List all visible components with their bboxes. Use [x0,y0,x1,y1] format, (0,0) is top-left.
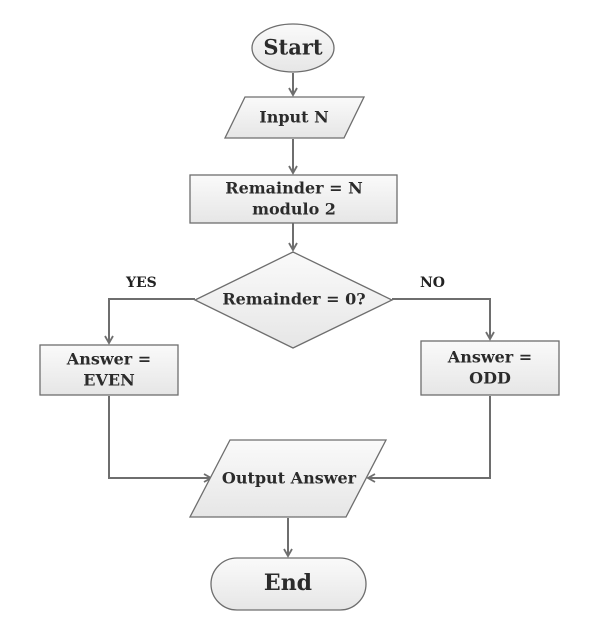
even-box: Answer = EVEN [39,344,179,396]
connector-yes-branch [104,298,195,345]
connector-no-branch [392,298,495,341]
decision-diamond: Remainder = 0? [193,251,394,349]
even-label-line2: EVEN [83,371,134,390]
odd-label-line2: ODD [469,369,511,388]
output-label: Output Answer [222,469,357,488]
end-terminal: End [210,557,367,611]
decision-label: Remainder = 0? [222,290,365,309]
odd-label-line1: Answer = [447,348,532,367]
odd-box: Answer = ODD [420,340,560,396]
start-terminal: Start [251,23,335,73]
process-label-line2: modulo 2 [252,200,336,219]
connector-even-to-output [108,396,213,483]
process-box: Remainder = N modulo 2 [189,174,398,224]
output-parallelogram: Output Answer [188,439,388,518]
start-label: Start [263,35,323,60]
connector-odd-to-output [366,396,491,483]
yes-label: YES [125,275,157,291]
input-parallelogram: Input N [223,96,366,139]
no-label: NO [420,275,445,291]
even-label-line1: Answer = [66,350,151,369]
process-label-line1: Remainder = N [225,179,362,198]
end-label: End [264,570,312,596]
input-label: Input N [259,108,329,127]
